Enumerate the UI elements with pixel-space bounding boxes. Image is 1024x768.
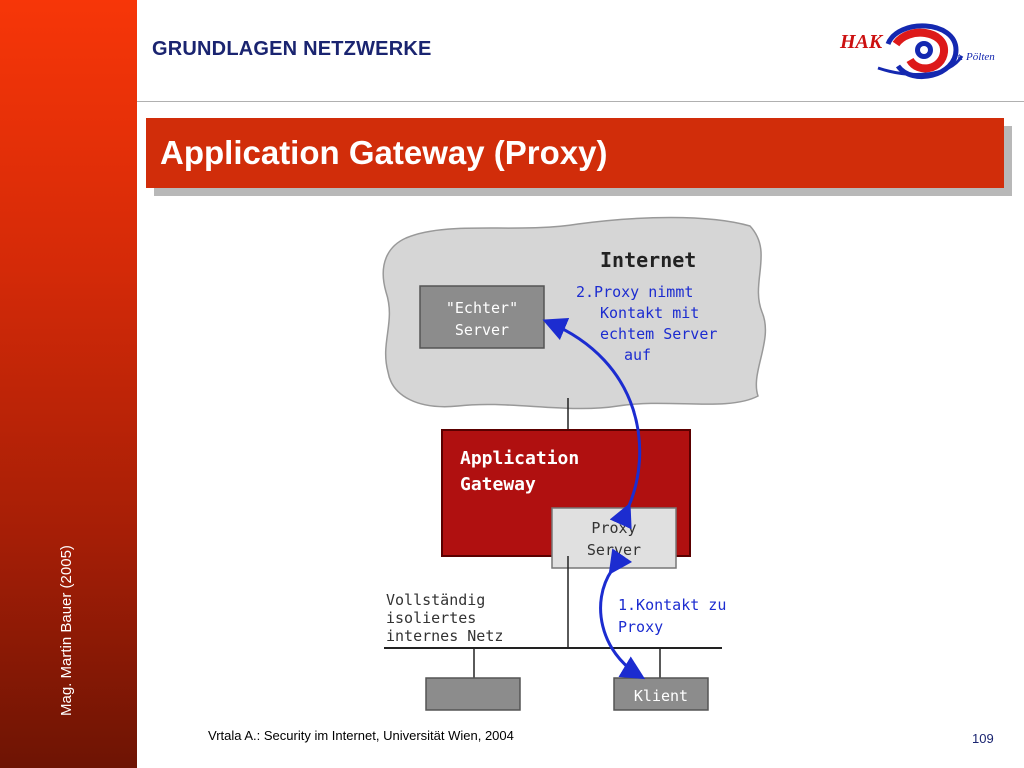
proxy-server-label-1: Proxy: [591, 519, 636, 537]
real-server-label-1: "Echter": [446, 299, 518, 317]
step2-line-1: 2.Proxy nimmt: [576, 283, 693, 301]
step2-arrow: [542, 317, 642, 530]
internet-label: Internet: [600, 248, 696, 272]
internal-net-line-2: isoliertes: [386, 609, 476, 627]
step2-line-4: auf: [624, 346, 651, 364]
author-label: Mag. Martin Bauer (2005): [58, 545, 75, 716]
step2-line-3: echtem Server: [600, 325, 717, 343]
gateway-label-2: Gateway: [460, 474, 536, 495]
step1-arrow: [599, 548, 646, 680]
step1-text: 1.Kontakt zu Proxy: [618, 596, 726, 636]
citation: Vrtala A.: Security im Internet, Univers…: [208, 728, 514, 743]
real-server-box: [419, 285, 545, 349]
proxy-diagram: Internet "Echter" Server 2.Proxy nimmt K…: [382, 216, 767, 711]
internal-net-line-3: internes Netz: [386, 627, 503, 645]
logo-location: St. Pölten: [952, 51, 995, 63]
client-box: [613, 677, 709, 711]
step1-line-1: 1.Kontakt zu: [618, 596, 726, 614]
title-bar: Application Gateway (Proxy): [146, 118, 1004, 188]
step1-line-2: Proxy: [618, 618, 663, 636]
internet-cloud: [382, 216, 767, 410]
real-server-label-2: Server: [455, 321, 509, 339]
slide-title: Application Gateway (Proxy): [160, 134, 608, 171]
client-label: Klient: [634, 687, 688, 705]
page-number: 109: [972, 731, 994, 746]
internal-net-text: Vollständig isoliertes internes Netz: [386, 591, 503, 645]
proxy-server-box: [551, 507, 677, 569]
header-divider: [137, 101, 1024, 102]
logo-text: HAK: [839, 31, 884, 53]
gateway-label-1: Application: [460, 448, 579, 469]
proxy-server-label-2: Server: [587, 541, 641, 559]
internal-host-box: [425, 677, 521, 711]
course-title: GRUNDLAGEN NETZWERKE: [152, 38, 432, 60]
sidebar: Mag. Martin Bauer (2005): [0, 0, 137, 768]
step2-line-2: Kontakt mit: [600, 304, 699, 322]
internal-net-line-1: Vollständig: [386, 591, 485, 609]
school-logo: HAK St. Pölten: [839, 23, 995, 79]
